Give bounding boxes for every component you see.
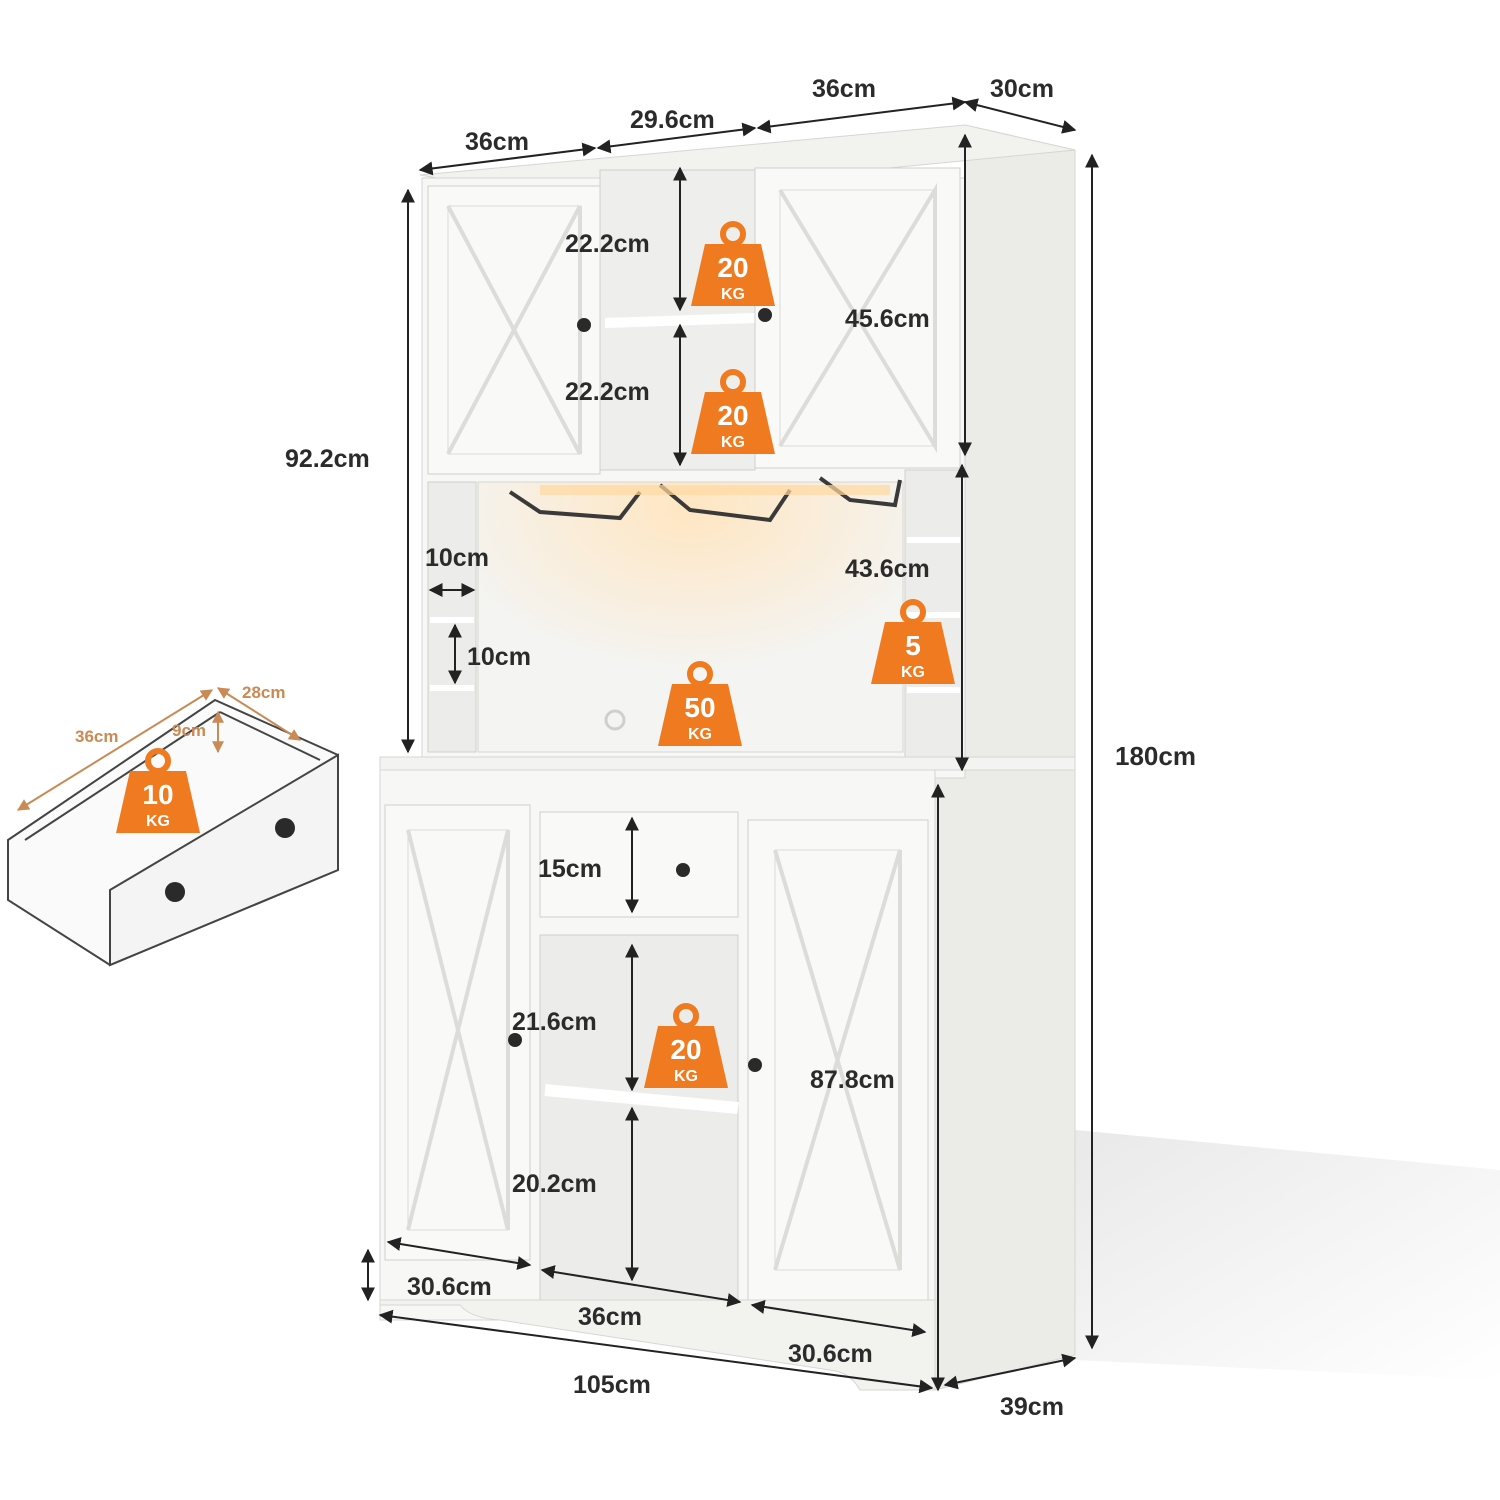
weight-badge-upper-shelf-1: 20 KG <box>691 221 775 306</box>
weight-unit: KG <box>721 434 745 451</box>
drawer-detail-height-label: 9cm <box>172 721 206 740</box>
weight-value: 20 <box>670 1034 701 1065</box>
drawer-detail-front <box>109 753 339 967</box>
weight-badge-upper-shelf-2: 20 KG <box>691 369 775 454</box>
countertop <box>379 756 1076 771</box>
lower-middle-shelf-area <box>539 934 739 1301</box>
label-total-width: 105cm <box>573 1371 651 1399</box>
weight-badge-countertop: 50 KG <box>658 661 742 746</box>
weight-icon <box>644 1026 728 1088</box>
lower-left-door-barn-x <box>406 829 510 1231</box>
weight-value: 50 <box>684 692 715 723</box>
weight-badge-side-rack: 5 KG <box>871 599 955 684</box>
arrow-top-left-width <box>418 142 597 176</box>
label-depth-top: 30cm <box>990 75 1054 103</box>
upper-right-door-barn-x <box>778 182 937 454</box>
weight-badge-lower-shelf: 20 KG <box>644 1003 728 1088</box>
weight-unit: KG <box>721 286 745 303</box>
weight-icon <box>116 771 200 833</box>
drawer-detail-depth-label: 28cm <box>242 683 285 702</box>
weight-icon <box>871 622 955 684</box>
label-shelf-lower-2: 20.2cm <box>512 1170 597 1198</box>
arrow-lower-left-width <box>386 1237 532 1270</box>
label-lower-left-width: 30.6cm <box>407 1273 492 1301</box>
weight-value: 20 <box>717 400 748 431</box>
lower-left-door-knob[interactable] <box>508 1033 522 1047</box>
lower-shelf-board-1 <box>544 1084 739 1114</box>
upper-right-door-knob[interactable] <box>758 308 772 322</box>
arrow-top-right-width <box>756 96 967 134</box>
arrow-depth-bottom <box>943 1353 1077 1390</box>
weight-badge-drawer: 10 KG <box>116 748 200 833</box>
led-strip <box>540 485 890 495</box>
label-shelf-lower-1: 21.6cm <box>512 1008 597 1036</box>
label-lower-middle-width: 36cm <box>578 1303 642 1331</box>
label-side-slot-width: 10cm <box>425 544 489 572</box>
weight-icon <box>658 684 742 746</box>
cabinet <box>379 124 1076 1391</box>
weight-unit: KG <box>688 726 712 743</box>
label-door-height-upper: 45.6cm <box>845 305 930 333</box>
weight-unit: KG <box>146 813 170 830</box>
arrow-lower-middle-width <box>540 1265 742 1307</box>
arrow-total-width <box>378 1309 934 1394</box>
label-upper-height: 92.2cm <box>285 445 370 473</box>
cable-hole <box>604 709 626 731</box>
drawer-knob[interactable] <box>676 863 690 877</box>
label-lower-right-width: 30.6cm <box>788 1340 873 1368</box>
dimension-labels: 36cm 29.6cm 36cm 30cm 92.2cm 22.2cm 22.2… <box>285 75 1196 1421</box>
label-drawer-height: 15cm <box>538 855 602 883</box>
dimension-arrows <box>361 96 1099 1394</box>
label-side-slot-height: 10cm <box>467 643 531 671</box>
label-hutch-height: 43.6cm <box>845 555 930 583</box>
label-top-right-door-width: 36cm <box>812 75 876 103</box>
weight-value: 10 <box>142 779 173 810</box>
drawer-detail-arrow-depth <box>216 687 302 741</box>
label-shelf-upper-1: 22.2cm <box>565 230 650 258</box>
weight-icon <box>691 244 775 306</box>
label-lower-door-height: 87.8cm <box>810 1066 895 1094</box>
arrow-depth-top <box>963 98 1077 134</box>
label-top-middle-width: 29.6cm <box>630 106 715 134</box>
weight-icon <box>691 392 775 454</box>
upper-shelf-board-1 <box>604 313 756 328</box>
weight-value: 20 <box>717 252 748 283</box>
lower-right-door-knob[interactable] <box>748 1058 762 1072</box>
drawer-detail-knob-1 <box>165 882 185 902</box>
weight-unit: KG <box>901 664 925 681</box>
label-depth-bottom: 39cm <box>1000 1393 1064 1421</box>
label-top-left-door-width: 36cm <box>465 128 529 156</box>
drawer-detail-arrow-width <box>16 689 214 811</box>
upper-left-door-knob[interactable] <box>577 318 591 332</box>
drawer-detail-knob-2 <box>275 818 295 838</box>
arrow-top-middle-width <box>596 122 757 154</box>
weight-value: 5 <box>905 630 921 661</box>
drawer-front[interactable] <box>539 811 739 918</box>
weight-badges: 20 KG 20 KG 5 KG 50 KG 10 KG <box>116 221 955 1088</box>
label-total-height: 180cm <box>1115 741 1196 771</box>
label-shelf-upper-2: 22.2cm <box>565 378 650 406</box>
weight-unit: KG <box>674 1068 698 1085</box>
floor-shadow <box>1075 1130 1500 1380</box>
lower-right-door-barn-x <box>773 849 902 1271</box>
drawer-detail-width-label: 36cm <box>75 727 118 746</box>
